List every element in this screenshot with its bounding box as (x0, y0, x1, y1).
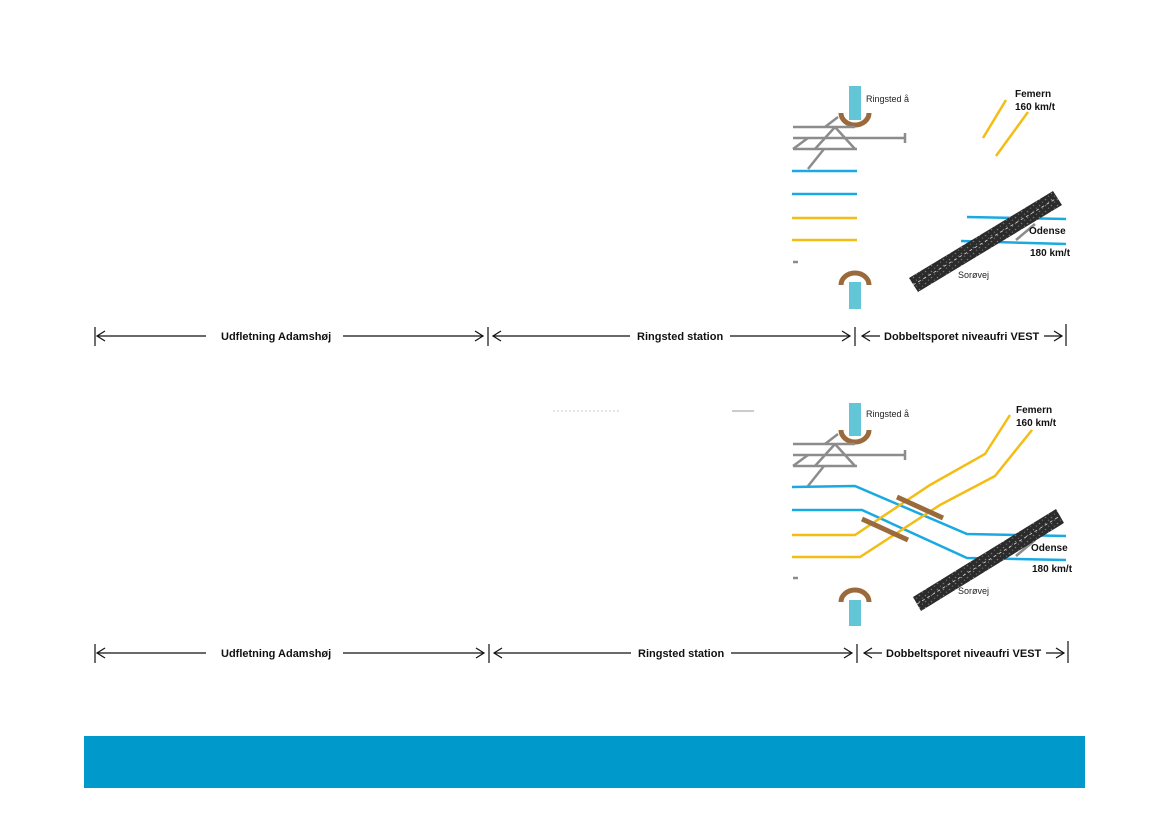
femern-speed-label: 160 km/t (1015, 102, 1056, 113)
segment-label-adamshoj: Udfletning Adamshøj (221, 331, 331, 343)
river-ringsted-aa-north (849, 403, 861, 436)
flyover-bridge (860, 516, 910, 543)
bridge-arch-north (838, 112, 872, 128)
river-ringsted-aa-south (849, 600, 861, 626)
segment-label-adamshoj: Udfletning Adamshøj (221, 648, 331, 660)
sorovej-label: Sorøvej (958, 270, 989, 280)
footer-bar (84, 736, 1085, 788)
flyover-bridge (895, 494, 945, 521)
femern-label: Femern (1015, 89, 1051, 100)
ringsted-aa-label: Ringsted å (866, 409, 909, 419)
segment-ruler (94, 324, 1067, 346)
odense-speed-label: 180 km/t (1032, 564, 1073, 575)
sorovej-label: Sorøvej (958, 586, 989, 596)
bridge-arch-south (838, 270, 872, 286)
segment-label-ringsted-station: Ringsted station (638, 648, 724, 660)
femern-label: Femern (1016, 405, 1052, 416)
river-ringsted-aa-north (849, 86, 861, 120)
femern-track (994, 111, 1030, 157)
segment-ruler (94, 641, 1069, 663)
femern-speed-label: 160 km/t (1016, 418, 1057, 429)
yellow-track-femern (792, 429, 1033, 559)
road-centerline (912, 197, 1058, 286)
bridge-arch-south (838, 587, 872, 603)
blue-track-odense (792, 508, 1067, 562)
odense-label: Odense (1029, 226, 1066, 237)
panel-current: Ringsted å Femern 160 km/t Odense 180 km… (94, 86, 1071, 346)
road-sorovej (913, 509, 1064, 611)
existing-gray-tracks (792, 433, 907, 487)
segment-label-vest: Dobbeltsporet niveaufri VEST (886, 648, 1042, 660)
existing-gray-tracks (792, 116, 907, 170)
river-ringsted-aa-south (849, 282, 861, 309)
bridge-arch-north (838, 429, 872, 445)
gray-branch (1015, 223, 1036, 241)
ringsted-aa-label: Ringsted å (866, 94, 909, 104)
road-centerline (916, 515, 1061, 605)
odense-label: Odense (1031, 543, 1068, 554)
femern-track (981, 99, 1008, 139)
segment-label-ringsted-station: Ringsted station (637, 331, 723, 343)
yellow-track-femern (792, 414, 1012, 537)
odense-speed-label: 180 km/t (1030, 248, 1071, 259)
panel-proposed: Ringsted å Femern 160 km/t Odense 180 km… (94, 403, 1073, 663)
segment-label-vest: Dobbeltsporet niveaufri VEST (884, 331, 1040, 343)
